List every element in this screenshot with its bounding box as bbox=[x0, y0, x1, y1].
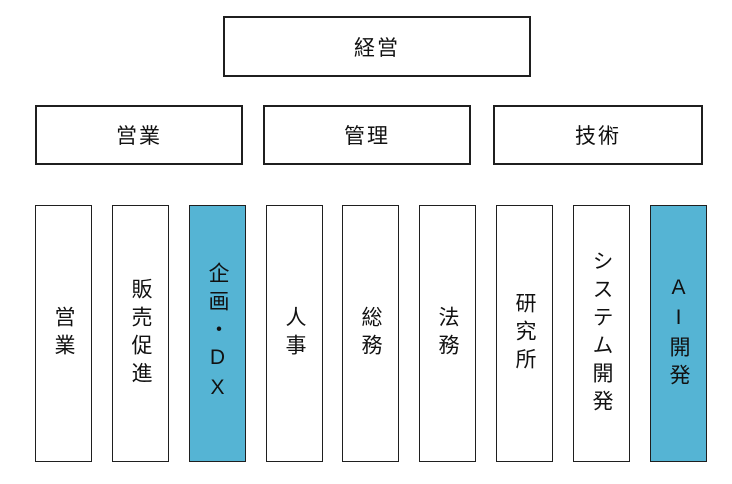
org-node-system-development-dept: システム開発 bbox=[573, 205, 630, 462]
org-node-admin-division: 管理 bbox=[263, 105, 471, 165]
org-node-label: 研究所 bbox=[513, 291, 536, 376]
org-node-sales-promotion-dept: 販売促進 bbox=[112, 205, 169, 462]
org-node-label: 企画・DX bbox=[206, 261, 229, 406]
org-node-label: 技術 bbox=[575, 125, 621, 148]
org-node-management: 経営 bbox=[223, 16, 531, 77]
org-node-label: 営業 bbox=[116, 125, 162, 148]
org-node-label: 販売促進 bbox=[129, 277, 152, 390]
org-node-label: AI開発 bbox=[667, 275, 690, 392]
org-node-hr-dept: 人事 bbox=[266, 205, 323, 462]
org-node-label: 経営 bbox=[354, 36, 400, 60]
org-node-tech-division: 技術 bbox=[493, 105, 703, 165]
org-node-label: 営業 bbox=[52, 305, 75, 362]
org-node-label: 総務 bbox=[359, 305, 382, 362]
org-node-label: 法務 bbox=[436, 305, 459, 362]
org-node-label: 人事 bbox=[283, 305, 306, 362]
org-node-legal-dept: 法務 bbox=[419, 205, 476, 462]
org-node-research-institute: 研究所 bbox=[496, 205, 553, 462]
org-node-label: 管理 bbox=[344, 125, 390, 148]
org-node-ai-development-dept: AI開発 bbox=[650, 205, 707, 462]
org-node-label: システム開発 bbox=[590, 249, 613, 418]
org-node-sales-division: 営業 bbox=[35, 105, 243, 165]
org-node-sales-dept: 営業 bbox=[35, 205, 92, 462]
org-node-general-affairs-dept: 総務 bbox=[342, 205, 399, 462]
org-node-planning-dx-dept: 企画・DX bbox=[189, 205, 246, 462]
